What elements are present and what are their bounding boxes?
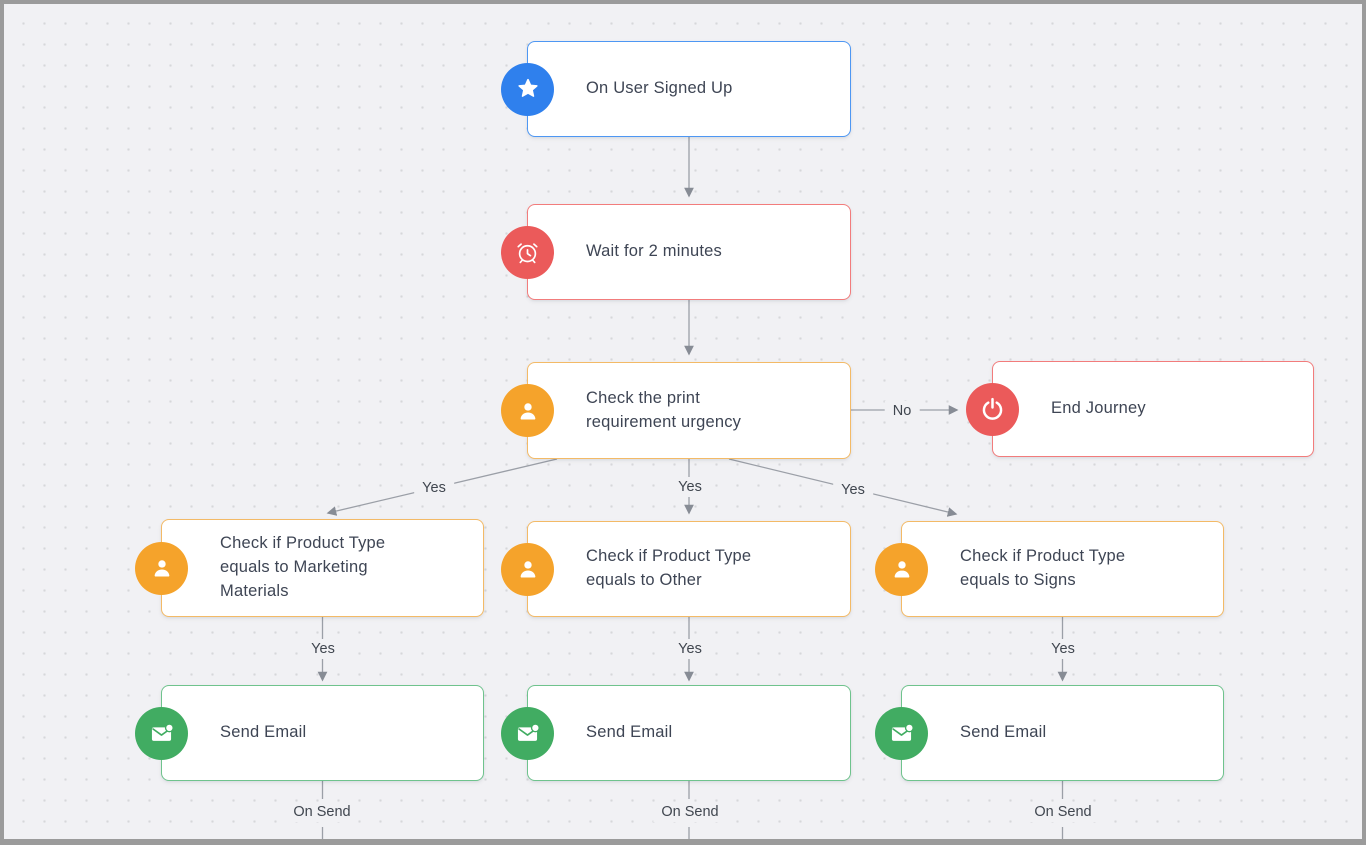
star-icon (501, 62, 554, 116)
node-send-email-middle[interactable]: Send Email (501, 685, 851, 781)
edge-label-yes: Yes (670, 477, 710, 497)
edge-label-yes: Yes (1043, 639, 1083, 659)
alarm-clock-icon (501, 225, 554, 279)
node-label: End Journey (1051, 399, 1146, 418)
email-icon (501, 706, 554, 760)
node-wait-for-2-minutes[interactable]: Wait for 2 minutes (501, 204, 851, 300)
edge-label-yes: Yes (414, 478, 454, 498)
node-check-product-type-marketing-materials[interactable]: Check if Product Type equals to Marketin… (135, 519, 484, 617)
node-label: Send Email (586, 723, 673, 742)
node-label: Check if Product Type equals to Marketin… (220, 534, 386, 600)
node-check-print-requirement-urgency[interactable]: Check the print requirement urgency (501, 362, 851, 459)
node-send-email-left[interactable]: Send Email (135, 685, 484, 781)
edge-label-on-send: On Send (285, 802, 359, 822)
node-check-product-type-other[interactable]: Check if Product Type equals to Other (501, 521, 851, 617)
node-label: Send Email (220, 723, 307, 742)
person-icon (875, 542, 928, 596)
edge-label-yes: Yes (303, 639, 343, 659)
node-label: Check the print requirement urgency (586, 388, 742, 431)
power-icon (966, 382, 1019, 436)
email-icon (875, 706, 928, 760)
edge-label-yes: Yes (670, 639, 710, 659)
edge-label-no: No (884, 401, 920, 421)
node-check-product-type-signs[interactable]: Check if Product Type equals to Signs (875, 521, 1224, 617)
node-send-email-right[interactable]: Send Email (875, 685, 1224, 781)
node-on-user-signed-up[interactable]: On User Signed Up (501, 41, 851, 137)
node-end-journey[interactable]: End Journey (966, 361, 1314, 457)
node-label: Check if Product Type equals to Signs (960, 547, 1126, 589)
node-label: Check if Product Type equals to Other (586, 547, 752, 589)
person-icon (501, 384, 554, 437)
node-label: Send Email (960, 723, 1047, 742)
edge-label-on-send: On Send (1026, 802, 1100, 822)
person-icon (501, 542, 554, 596)
email-icon (135, 706, 188, 760)
node-label: Wait for 2 minutes (586, 242, 722, 261)
node-label: On User Signed Up (586, 79, 733, 98)
person-icon (135, 541, 188, 595)
edge-label-on-send: On Send (653, 802, 727, 822)
edge-label-yes: Yes (833, 480, 873, 500)
